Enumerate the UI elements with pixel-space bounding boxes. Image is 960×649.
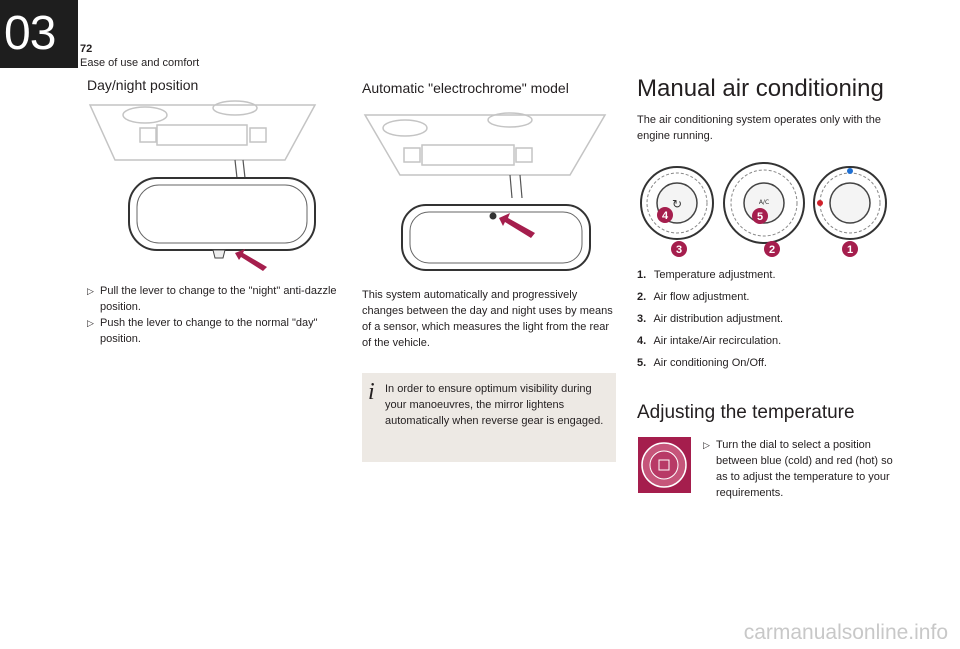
bullet-marker-icon: ▷ [87,286,94,296]
chapter-number: 03 [4,7,56,60]
svg-text:↻: ↻ [672,197,682,211]
callout-2: 2 [764,241,780,257]
legend-item: 5. Air conditioning On/Off. [637,357,767,369]
chapter-tab: 03 [0,0,78,68]
callout-5: 5 [752,208,768,224]
svg-text:5: 5 [757,211,763,223]
temperature-dial-thumbnail [638,437,691,493]
manual-ac-heading: Manual air conditioning [637,75,884,102]
callout-1: 1 [842,241,858,257]
electrochrome-heading: Automatic "electrochrome" model [362,80,569,96]
bullet-night: ▷ Pull the lever to change to the "night… [87,283,345,315]
watermark: carmanualsonline.info [743,621,948,644]
legend-item: 2. Air flow adjustment. [637,291,750,303]
mirror-lever-illustration [88,100,317,259]
electrochrome-mirror-illustration [363,112,607,271]
info-note-text: In order to ensure optimum visibility du… [385,383,604,427]
adjust-temperature-heading: Adjusting the temperature [637,402,855,423]
temperature-bullet: ▷ Turn the dial to select a position bet… [703,437,896,501]
info-note: i In order to ensure optimum visibility … [362,373,616,462]
page-number: 72 [80,43,93,55]
svg-text:3: 3 [676,244,682,256]
info-icon: i [368,379,375,405]
bullet-marker-icon: ▷ [87,318,94,328]
day-night-heading: Day/night position [87,77,199,93]
ac-label: A/C [759,199,769,206]
ac-panel-illustration: ↻ A/C 4 5 3 2 1 [640,162,887,257]
legend-item: 4. Air intake/Air recirculation. [637,335,782,347]
sensor-arrow-icon [499,213,535,238]
lever-arrow-icon [235,249,267,271]
legend-item: 3. Air distribution adjustment. [637,313,784,325]
bullet-marker-icon: ▷ [703,440,710,450]
section-title: Ease of use and comfort [80,57,200,69]
bullet-day-text: Push the lever to change to the normal "… [100,317,318,345]
callout-4: 4 [657,207,673,223]
svg-text:1: 1 [847,244,853,256]
svg-text:2: 2 [769,244,775,256]
ac-intro: The air conditioning system operates onl… [637,114,881,142]
callout-3: 3 [671,241,687,257]
bullet-day: ▷ Push the lever to change to the normal… [87,315,345,347]
bullet-night-text: Pull the lever to change to the "night" … [100,285,337,313]
legend-item: 1. Temperature adjustment. [637,269,776,281]
electrochrome-body: This system automatically and progressiv… [362,289,613,349]
svg-text:4: 4 [662,210,669,222]
temperature-bullet-text: Turn the dial to select a position betwe… [716,439,893,499]
